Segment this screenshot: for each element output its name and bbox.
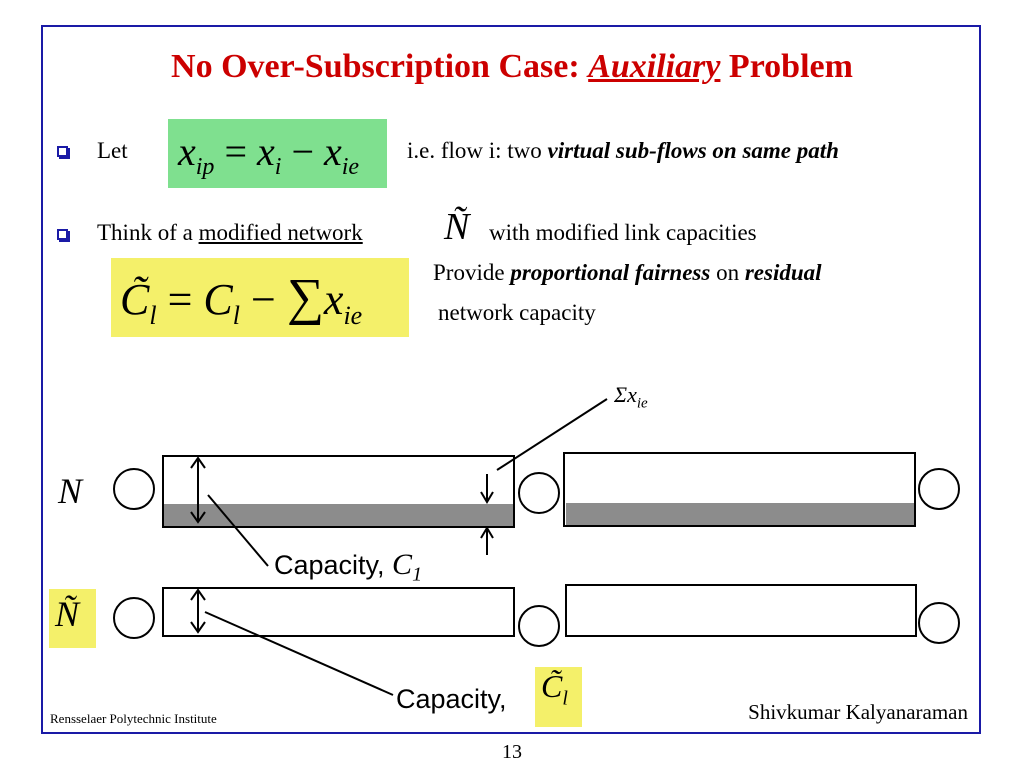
node-top-1 xyxy=(113,468,155,510)
capacity-2-pointer xyxy=(204,611,394,696)
bullet-marker-2 xyxy=(57,229,68,240)
provide-line-2: network capacity xyxy=(438,300,596,325)
modified-network-symbol: Ñ xyxy=(444,206,470,248)
capacity-2-highlight xyxy=(535,667,582,727)
capacity-label-2-text: Capacity, xyxy=(396,684,507,714)
capacity-1-sub: 1 xyxy=(412,563,423,586)
link-2-bottom xyxy=(565,584,917,637)
footer-author: Shivkumar Kalyanaraman xyxy=(748,700,968,724)
link-1-reserved xyxy=(164,504,513,526)
provide-line-1: Provide proportional fairness on residua… xyxy=(433,260,822,286)
node-top-3 xyxy=(918,468,960,510)
modified-network-label-highlight xyxy=(49,589,96,648)
title-part-3: Problem xyxy=(720,48,853,85)
slide-title: No Over-Subscription Case: Auxiliary Pro… xyxy=(0,48,1024,86)
bullet-2-lead-text: Think of a xyxy=(97,220,199,245)
link-1-bottom xyxy=(162,587,515,637)
equation-2-highlight xyxy=(111,258,409,337)
slide-frame xyxy=(41,25,981,734)
page-number: 13 xyxy=(502,741,522,763)
provide-text-1: Provide xyxy=(433,260,511,285)
provide-emphasis-2: residual xyxy=(744,260,822,285)
capacity-2-symbol: C̃l xyxy=(541,668,568,710)
node-bottom-1 xyxy=(113,597,155,639)
bullet-2-tail: with modified link capacities xyxy=(489,220,757,245)
capacity-2-symbol-text: C̃ xyxy=(541,668,563,704)
bullet-2-lead: Think of a modified network xyxy=(97,220,363,246)
capacity-1-symbol: C xyxy=(392,548,413,581)
bullet-marker-1 xyxy=(57,146,68,157)
node-bottom-3 xyxy=(918,602,960,644)
network-label-n-tilde: Ñ xyxy=(55,594,80,634)
network-label-n: N xyxy=(58,471,83,511)
bullet-1-note-emphasis: virtual sub-flows on same path xyxy=(547,138,839,163)
capacity-label-1: Capacity, C1 xyxy=(274,548,422,586)
bullet-1-note: i.e. flow i: two virtual sub-flows on sa… xyxy=(407,138,839,164)
provide-emphasis-1: proportional fairness xyxy=(510,260,711,285)
node-bottom-2 xyxy=(518,605,560,647)
equation-1-highlight xyxy=(168,119,387,188)
equation-2: C̃l = Cl − ∑xie xyxy=(120,269,363,330)
title-part-1: No Over-Subscription Case: xyxy=(171,48,589,85)
title-emphasis: Auxiliary xyxy=(588,48,721,85)
capacity-1-pointer xyxy=(207,494,269,567)
node-top-2 xyxy=(518,472,560,514)
bullet-2-underlined: modified network xyxy=(198,220,363,245)
sum-pointer-line xyxy=(496,398,608,471)
sum-label-sub: ie xyxy=(636,395,648,412)
equation-1: xip = xi − xie xyxy=(178,129,360,180)
footer-institution: Rensselaer Polytechnic Institute xyxy=(50,711,217,726)
provide-text-2: on xyxy=(710,260,745,285)
capacity-label-2: Capacity, xyxy=(396,684,507,715)
capacity-label-1-text: Capacity, xyxy=(274,550,393,580)
bullet-1-note-plain: i.e. flow i: two xyxy=(407,138,548,163)
link-2-reserved xyxy=(566,503,914,525)
sum-label-text: Σx xyxy=(614,382,637,407)
bullet-1-lead: Let xyxy=(97,138,128,163)
sum-label: Σxie xyxy=(614,382,648,412)
capacity-2-sub: l xyxy=(562,687,568,710)
